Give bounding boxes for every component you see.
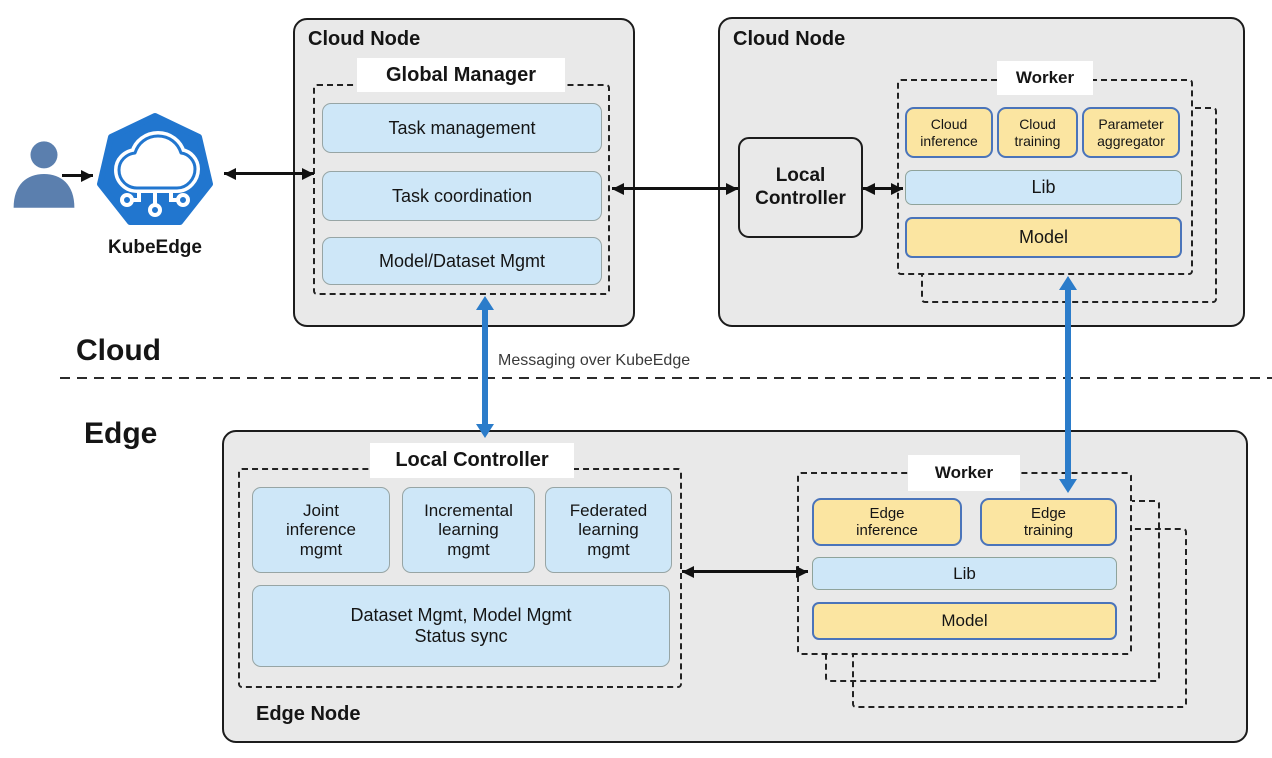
cloud-node-left-title: Cloud Node bbox=[308, 28, 421, 50]
global-manager-title: Global Manager bbox=[357, 58, 565, 92]
worker-edge-messaging-arrow bbox=[1065, 290, 1071, 479]
cloud-node-right-title: Cloud Node bbox=[733, 28, 846, 50]
task-management-box: Task management bbox=[322, 103, 602, 153]
cloud-edge-divider bbox=[60, 377, 1272, 379]
task-coordination-box: Task coordination bbox=[322, 171, 602, 221]
messaging-label: Messaging over KubeEdge bbox=[498, 352, 691, 369]
incremental-learning-mgmt-box: Incremental learning mgmt bbox=[402, 487, 535, 573]
edge-inference-box: Edge inference bbox=[812, 498, 962, 546]
edge-node-title: Edge Node bbox=[256, 703, 361, 725]
kubeedge-logo-icon bbox=[97, 113, 213, 225]
edge-training-box: Edge training bbox=[980, 498, 1117, 546]
cloud-inference-box: Cloud inference bbox=[905, 107, 993, 158]
joint-inference-mgmt-box: Joint inference mgmt bbox=[252, 487, 390, 573]
edge-local-controller-title: Local Controller bbox=[370, 443, 574, 478]
localcontroller-to-worker-arrow bbox=[863, 187, 903, 190]
parameter-aggregator-box: Parameter aggregator bbox=[1082, 107, 1180, 158]
edge-model-bar: Model bbox=[812, 602, 1117, 640]
globalmanager-to-localcontroller-arrow bbox=[612, 187, 738, 190]
cloud-local-controller-box: Local Controller bbox=[738, 137, 863, 238]
user-to-kubeedge-arrow bbox=[62, 174, 93, 177]
globalmanager-edge-messaging-arrow bbox=[482, 310, 488, 424]
user-icon bbox=[13, 141, 75, 208]
federated-learning-mgmt-box: Federated learning mgmt bbox=[545, 487, 672, 573]
edge-zone-label: Edge bbox=[84, 417, 158, 450]
edge-lib-bar: Lib bbox=[812, 557, 1117, 590]
dataset-model-mgmt-box: Dataset Mgmt, Model Mgmt Status sync bbox=[252, 585, 670, 667]
cloud-model-bar: Model bbox=[905, 217, 1182, 258]
kubeedge-label: KubeEdge bbox=[108, 237, 202, 258]
model-dataset-mgmt-box: Model/Dataset Mgmt bbox=[322, 237, 602, 285]
edge-worker-title: Worker bbox=[908, 455, 1020, 491]
cloud-worker-title: Worker bbox=[997, 61, 1093, 95]
cloud-training-box: Cloud training bbox=[997, 107, 1078, 158]
kubeedge-to-globalmanager-arrow bbox=[224, 172, 314, 175]
cloud-zone-label: Cloud bbox=[76, 334, 161, 367]
edge-localcontroller-to-worker-arrow bbox=[682, 570, 808, 573]
cloud-lib-bar: Lib bbox=[905, 170, 1182, 205]
